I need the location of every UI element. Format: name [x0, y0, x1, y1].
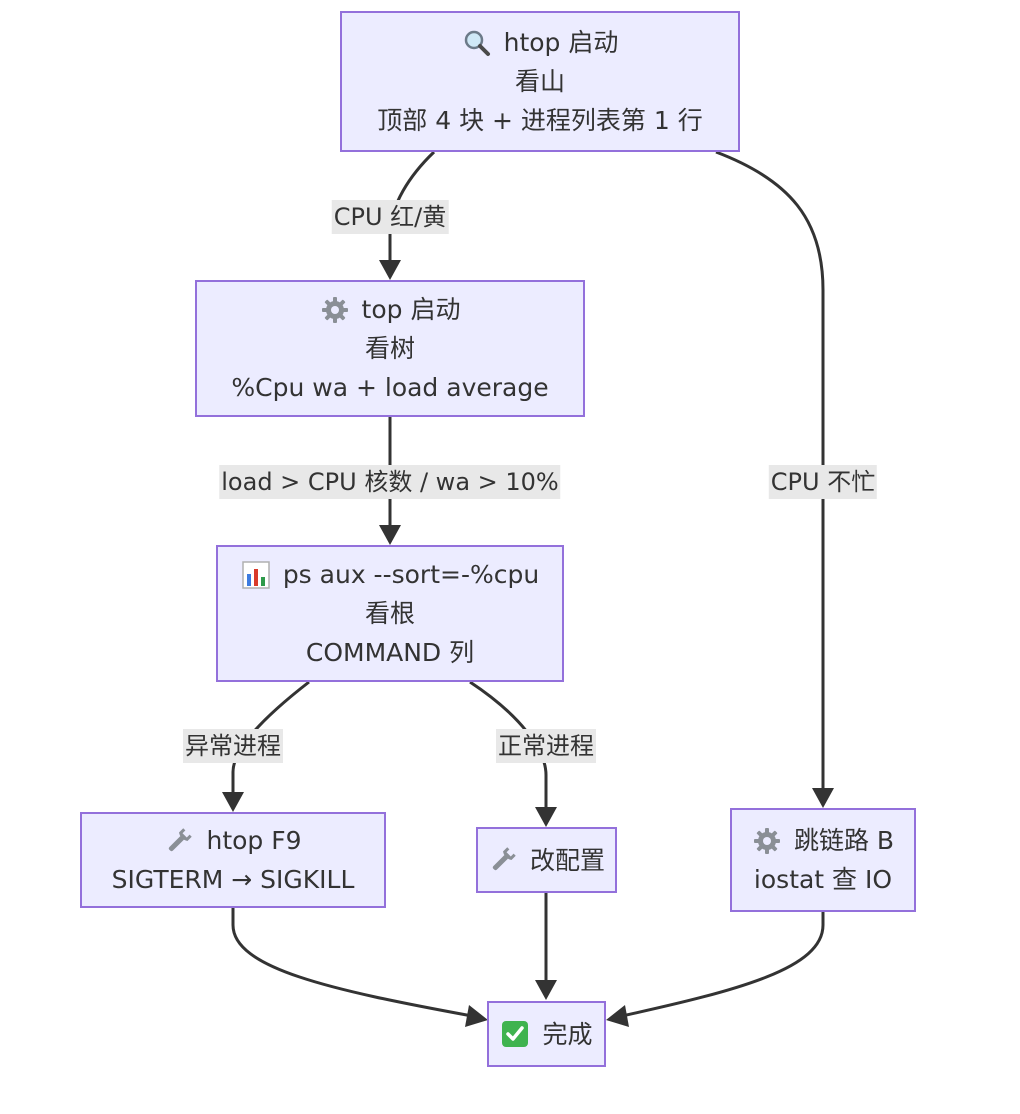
- magnifier-icon: [462, 28, 492, 58]
- edge-label-cpu-red-yellow: CPU 红/黄: [331, 200, 449, 234]
- bar-chart-icon: [241, 560, 271, 590]
- node-kill-title: htop F9: [206, 826, 302, 855]
- edge-label-load-wa: load > CPU 核数 / wa > 10%: [219, 465, 561, 499]
- check-mark-icon: [500, 1019, 530, 1049]
- node-htop-title-row: htop 启动: [462, 23, 619, 62]
- node-ps-title-row: ps aux --sort=-%cpu: [241, 555, 539, 594]
- node-done[interactable]: 完成: [487, 1001, 606, 1067]
- node-ps-detail: COMMAND 列: [305, 638, 475, 667]
- arrowhead-kill: [222, 792, 244, 812]
- arrowhead-done-top: [535, 980, 557, 1000]
- node-change-config[interactable]: 改配置: [476, 827, 617, 893]
- node-ps-sort[interactable]: ps aux --sort=-%cpu 看根 COMMAND 列: [216, 545, 564, 682]
- gear-icon: [320, 295, 350, 325]
- wrench-icon: [164, 826, 194, 856]
- node-ps-subtitle: 看根: [364, 599, 415, 628]
- edge-label-abnormal-process: 异常进程: [183, 729, 283, 763]
- node-done-title: 完成: [542, 1019, 593, 1049]
- arrowhead-ps: [379, 525, 401, 545]
- node-htop-f9-kill[interactable]: htop F9 SIGTERM → SIGKILL: [80, 812, 386, 908]
- node-jump-detail: iostat 查 IO: [753, 865, 893, 894]
- edge-htop-to-jump: [715, 150, 825, 790]
- arrowhead-done-left: [465, 1005, 488, 1027]
- node-top-title-row: top 启动: [320, 290, 461, 329]
- node-jump-chain-b[interactable]: 跳链路 B iostat 查 IO: [730, 808, 916, 912]
- node-htop-start[interactable]: htop 启动 看山 顶部 4 块 + 进程列表第 1 行: [340, 11, 740, 152]
- node-config-title-row: 改配置: [488, 841, 605, 880]
- gear-icon: [752, 826, 782, 856]
- edge-kill-to-done: [231, 908, 473, 1018]
- arrowhead-config: [535, 807, 557, 827]
- node-done-title-row: 完成: [500, 1015, 593, 1054]
- wrench-icon: [488, 845, 518, 875]
- node-jump-title-row: 跳链路 B: [752, 821, 894, 860]
- node-htop-detail: 顶部 4 块 + 进程列表第 1 行: [377, 106, 703, 135]
- arrowhead-jump: [812, 788, 834, 808]
- node-kill-title-row: htop F9: [164, 821, 302, 860]
- arrowhead-top: [379, 260, 401, 280]
- node-jump-title: 跳链路 B: [793, 826, 895, 855]
- node-top-start[interactable]: top 启动 看树 %Cpu wa + load average: [195, 280, 585, 417]
- edge-label-normal-process: 正常进程: [496, 729, 596, 763]
- node-config-title: 改配置: [529, 845, 605, 875]
- node-htop-subtitle: 看山: [514, 67, 565, 96]
- arrowhead-done-right: [606, 1005, 629, 1027]
- node-top-title: top 启动: [361, 295, 461, 324]
- node-top-detail: %Cpu wa + load average: [231, 373, 549, 402]
- node-htop-title: htop 启动: [503, 28, 619, 57]
- node-ps-title: ps aux --sort=-%cpu: [282, 560, 540, 589]
- node-kill-detail: SIGTERM → SIGKILL: [111, 865, 355, 894]
- node-top-subtitle: 看树: [364, 334, 415, 363]
- edge-jump-to-done: [621, 912, 825, 1018]
- edge-label-cpu-not-busy: CPU 不忙: [768, 465, 878, 499]
